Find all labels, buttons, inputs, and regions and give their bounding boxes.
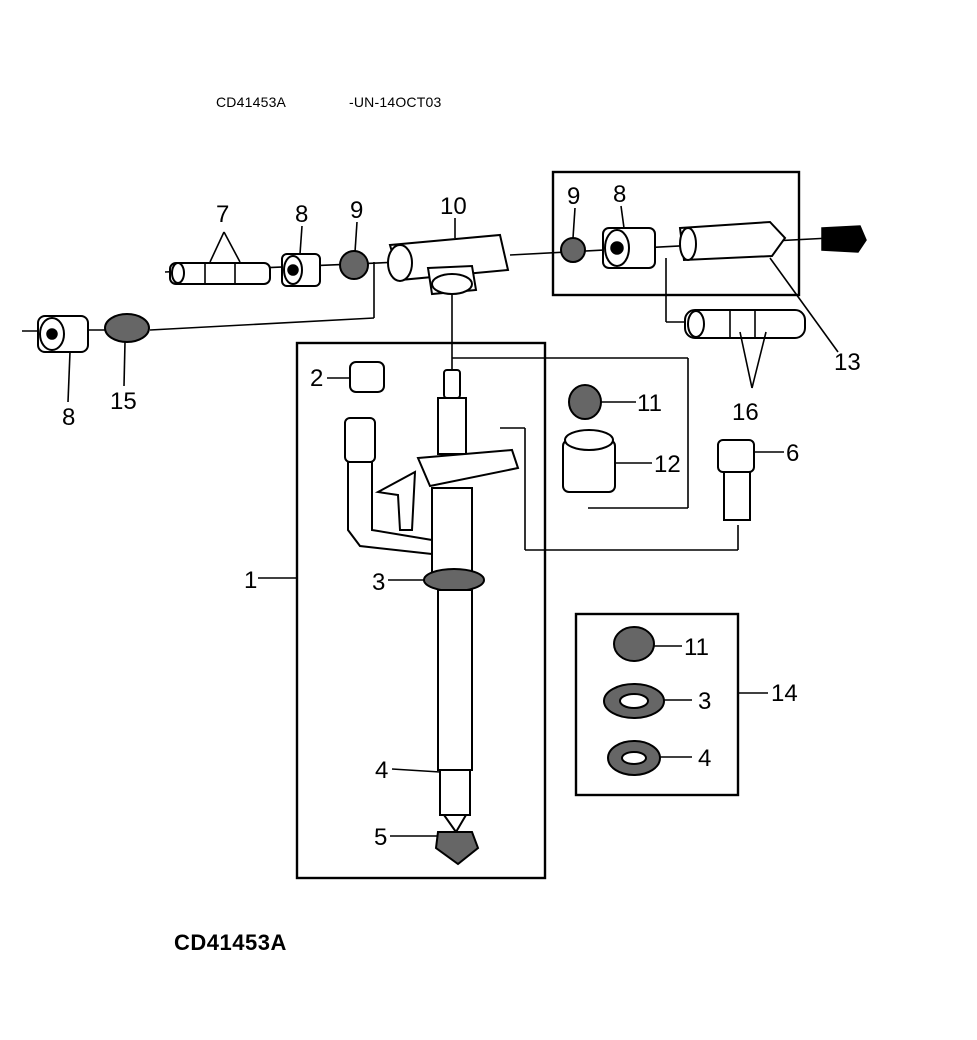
diagram-code-label: CD41453A bbox=[216, 94, 287, 110]
callout-12: 12 bbox=[654, 451, 681, 478]
callout-5: 5 bbox=[374, 824, 387, 851]
callout-8-top: 8 bbox=[295, 201, 308, 228]
leak-off-hose-7 bbox=[169, 262, 271, 285]
union-nut-12 bbox=[562, 429, 616, 493]
callout-2: 2 bbox=[310, 365, 323, 392]
washer-9-left bbox=[339, 250, 369, 280]
callout-3-injector: 3 bbox=[372, 569, 385, 596]
callout-14: 14 bbox=[771, 680, 798, 707]
callout-9-right: 9 bbox=[567, 183, 580, 210]
tee-fitting-10 bbox=[387, 233, 510, 372]
washer-11 bbox=[568, 384, 602, 420]
nozzle-seal-5 bbox=[434, 831, 480, 866]
callout-9-left: 9 bbox=[350, 197, 363, 224]
nut-8-top bbox=[281, 253, 321, 287]
callout-6: 6 bbox=[786, 440, 799, 467]
figure-caption: CD41453A bbox=[174, 930, 287, 955]
protective-cap-2 bbox=[349, 361, 385, 393]
hold-down-bolt-6 bbox=[717, 439, 755, 521]
washer-9-right bbox=[560, 237, 586, 263]
hose-end-cap bbox=[821, 225, 867, 253]
callout-4-kit: 4 bbox=[698, 745, 711, 772]
callout-15: 15 bbox=[110, 388, 137, 415]
hose-16 bbox=[665, 258, 806, 339]
injector-inlet-pipe bbox=[344, 417, 433, 556]
tee-kit-box bbox=[551, 170, 801, 297]
nut-8-left bbox=[37, 315, 89, 353]
washer-15 bbox=[104, 313, 150, 343]
callout-11: 11 bbox=[637, 390, 662, 417]
callout-4-injector: 4 bbox=[375, 757, 388, 784]
callout-10: 10 bbox=[440, 193, 467, 220]
kit-washer-11 bbox=[613, 626, 655, 662]
callout-leaders bbox=[67, 205, 839, 837]
injector-assembly-box bbox=[295, 341, 547, 880]
seal-kit-box bbox=[574, 612, 740, 797]
callout-8-left: 8 bbox=[62, 404, 75, 431]
callout-8-right: 8 bbox=[613, 181, 626, 208]
callout-11-kit: 11 bbox=[684, 634, 709, 661]
diagram-date-label: -UN-14OCT03 bbox=[349, 94, 442, 110]
callout-13: 13 bbox=[834, 349, 861, 376]
connector-lines bbox=[452, 357, 739, 551]
callout-7: 7 bbox=[216, 201, 229, 228]
callout-1: 1 bbox=[244, 567, 257, 594]
injector-body bbox=[416, 369, 520, 834]
nut-8-right bbox=[602, 227, 656, 269]
callout-3-kit: 3 bbox=[698, 688, 711, 715]
callout-16: 16 bbox=[732, 399, 759, 426]
hose-13 bbox=[678, 220, 787, 262]
